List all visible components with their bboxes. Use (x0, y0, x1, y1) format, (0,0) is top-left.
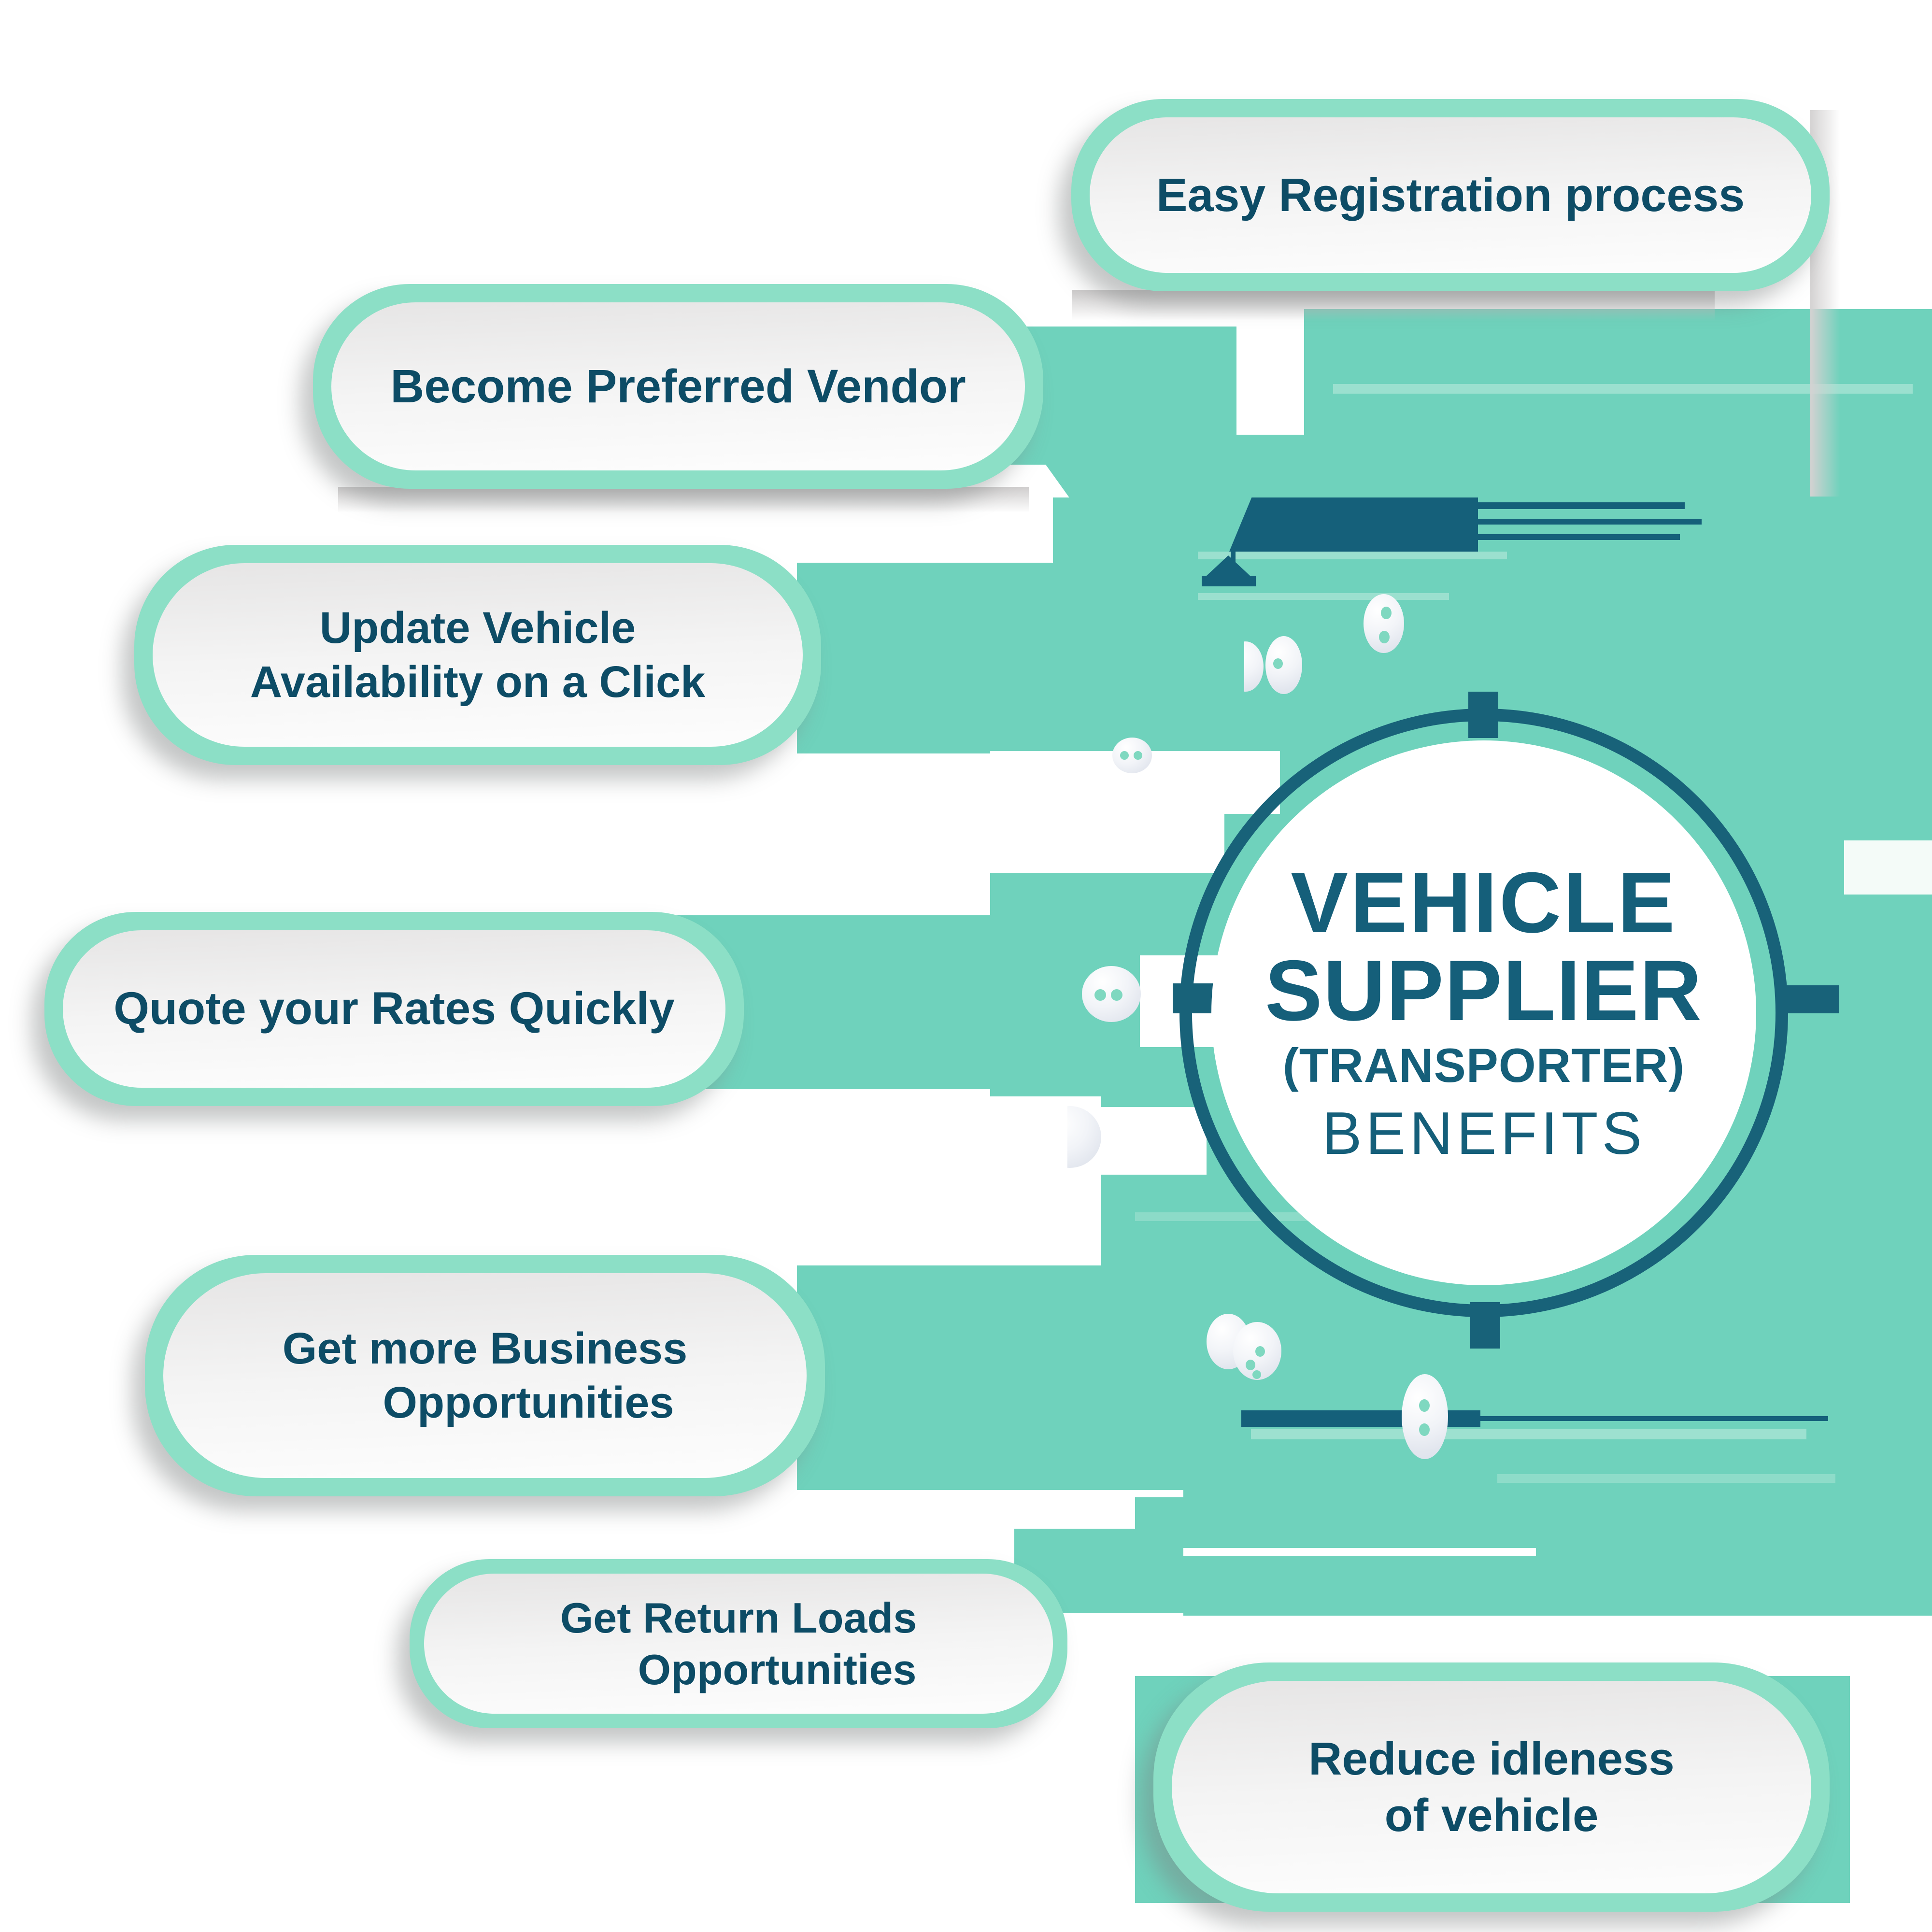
pill-face: Quote your Rates Quickly (63, 930, 725, 1088)
pill-label: Get Return Loads (560, 1593, 917, 1642)
sphere-icon (1402, 1374, 1448, 1459)
center-title-line4: BENEFITS (1321, 1100, 1646, 1167)
center-title-line3: (TRANSPORTER) (1282, 1038, 1685, 1093)
pill-label: Reduce idleness (1308, 1733, 1675, 1785)
glitch-streak (1333, 384, 1913, 394)
pill-update-vehicle-availability: Update Vehicle Availability on a Click (134, 545, 821, 765)
glitch-streak (1198, 552, 1507, 559)
glitch-white-notch (1844, 840, 1932, 895)
center-title-line2: SUPPLIER (1264, 942, 1703, 1038)
truck-cone-base (1202, 576, 1256, 586)
ring-tick-top (1468, 692, 1498, 738)
pill-label: Get more Business (282, 1323, 688, 1373)
pill-label: Update Vehicle (319, 603, 636, 653)
pill-label: Opportunities (383, 1378, 674, 1427)
pill-label: Availability on a Click (250, 657, 706, 707)
sphere-icon (1082, 966, 1141, 1022)
pill-face: Get Return Loads Opportunities (424, 1574, 1053, 1714)
glitch-streak (1251, 1429, 1806, 1439)
glitch-gray-band (1072, 290, 1715, 321)
pill-reduce-idleness: Reduce idleness of vehicle (1153, 1662, 1830, 1912)
pill-label: Quote your Rates Quickly (114, 983, 675, 1035)
glitch-white-line (1183, 1548, 1536, 1556)
center-circle: VEHICLE SUPPLIER (TRANSPORTER) BENEFITS (1211, 740, 1756, 1285)
glitch-gray-band (338, 487, 1029, 513)
glitch-streak (1198, 593, 1449, 600)
road-line (1480, 1416, 1828, 1421)
pill-label: Opportunities (638, 1646, 917, 1693)
pill-face: Easy Registration process (1090, 117, 1811, 273)
wing-return-loads (1014, 1529, 1473, 1613)
sphere-icon (1112, 738, 1152, 773)
pill-face: Become Preferred Vendor (331, 302, 1025, 470)
pill-quote-your-rates: Quote your Rates Quickly (44, 912, 744, 1106)
pill-face: Update Vehicle Availability on a Click (153, 563, 803, 747)
truck-glitch-line (1477, 502, 1685, 509)
pill-get-return-loads: Get Return Loads Opportunities (410, 1559, 1067, 1728)
truck-glitch-line (1477, 534, 1680, 540)
truck-icon (1229, 497, 1478, 552)
truck-glitch-line (1477, 519, 1702, 525)
pill-get-more-business: Get more Business Opportunities (145, 1255, 825, 1496)
wing-funnel (1043, 461, 1251, 502)
ring-tick-right (1782, 985, 1839, 1013)
sphere-icon (1233, 1322, 1281, 1380)
wing-more-business (797, 1265, 1280, 1490)
glitch-white-patch (1037, 1107, 1207, 1175)
sphere-icon (1265, 636, 1302, 694)
center-title-line1: VEHICLE (1291, 854, 1677, 951)
pill-face: Reduce idleness of vehicle (1172, 1681, 1811, 1893)
pill-label: Become Preferred Vendor (390, 359, 966, 412)
pill-label: Easy Registration process (1156, 168, 1745, 221)
truck-cone-icon (1207, 555, 1250, 576)
glitch-white-patch (964, 806, 1224, 873)
pill-become-preferred-vendor: Become Preferred Vendor (313, 284, 1043, 489)
sphere-icon (1364, 594, 1404, 653)
pill-face: Get more Business Opportunities (163, 1273, 807, 1478)
ring-tick-bottom (1470, 1302, 1500, 1349)
glitch-streak (1497, 1474, 1835, 1483)
pill-easy-registration: Easy Registration process (1071, 99, 1830, 291)
pill-label: of vehicle (1384, 1790, 1599, 1841)
